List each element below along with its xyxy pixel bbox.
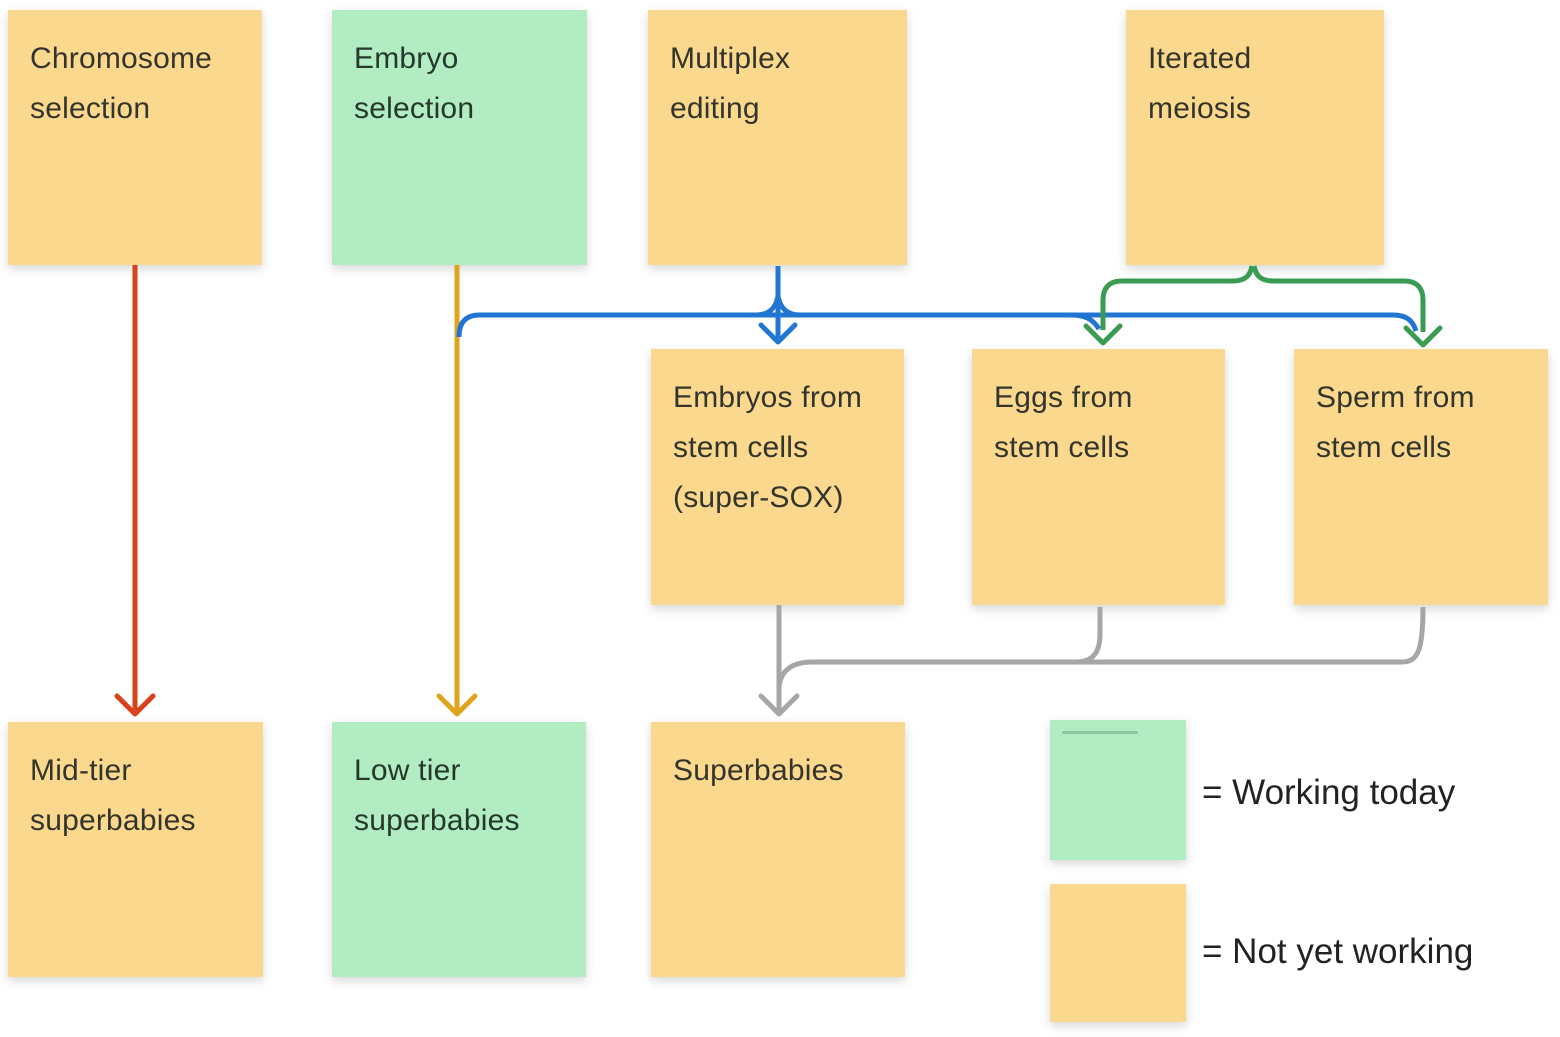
sticky-note-label: Embryo selection bbox=[354, 42, 475, 125]
sticky-note-label: Chromosome selection bbox=[30, 42, 213, 125]
tiny-illegible-text bbox=[1062, 731, 1138, 734]
sticky-note-label: Low tier superbabies bbox=[354, 754, 520, 837]
arrowhead-down-green-sperm bbox=[1403, 325, 1443, 348]
edge-sperm-to-superbabies-line bbox=[776, 606, 1426, 689]
sticky-note-embryos-from-stem-cells[interactable]: Embryos from stem cells (super-SOX) bbox=[651, 349, 904, 605]
sticky-note-label: Eggs from stem cells bbox=[994, 381, 1133, 464]
legend-label-working-today: = Working today bbox=[1202, 773, 1456, 812]
edge-stem-cell-routes-to-superbabies[interactable] bbox=[758, 605, 1426, 717]
edge-blue-fillet-right bbox=[775, 295, 801, 318]
edge-blue-branch-to-eggs bbox=[1069, 312, 1102, 331]
sticky-note-label: Superbabies bbox=[673, 754, 844, 787]
arrowhead-down-gray bbox=[758, 693, 800, 717]
legend-label-not-yet-working: = Not yet working bbox=[1202, 932, 1474, 971]
sticky-note-iterated-meiosis[interactable]: Iterated meiosis bbox=[1126, 10, 1384, 265]
edge-eggs-to-superbabies-line bbox=[1075, 607, 1103, 665]
sticky-note-multiplex-editing[interactable]: Multiplex editing bbox=[648, 10, 907, 265]
sticky-note-label: Multiplex editing bbox=[670, 42, 791, 125]
sticky-note-low-tier-superbabies[interactable]: Low tier superbabies bbox=[332, 722, 586, 977]
sticky-note-label: Iterated meiosis bbox=[1148, 42, 1252, 125]
sticky-note-embryo-selection[interactable]: Embryo selection bbox=[332, 10, 587, 265]
sticky-note-eggs-from-stem-cells[interactable]: Eggs from stem cells bbox=[972, 349, 1225, 605]
legend-swatch-not-yet-working[interactable] bbox=[1050, 884, 1186, 1022]
sticky-note-chromosome-selection[interactable]: Chromosome selection bbox=[8, 10, 262, 265]
edge-green-branch-to-eggs bbox=[1100, 265, 1255, 330]
arrowhead-down-red bbox=[114, 693, 156, 717]
sticky-note-label: Mid-tier superbabies bbox=[30, 754, 196, 837]
sticky-note-label: Embryos from stem cells (super-SOX) bbox=[673, 381, 863, 514]
edge-embryo-to-lowtier[interactable] bbox=[436, 265, 478, 717]
legend-swatch-working-today[interactable] bbox=[1050, 720, 1186, 860]
sticky-note-superbabies[interactable]: Superbabies bbox=[651, 722, 905, 977]
edge-blue-horizontal bbox=[456, 312, 1419, 338]
edge-green-branch-to-sperm bbox=[1251, 265, 1426, 332]
edge-multiplex-branches[interactable] bbox=[456, 266, 1419, 345]
edge-chromosome-to-midtier[interactable] bbox=[114, 265, 156, 717]
edge-meiosis-branches[interactable] bbox=[1083, 265, 1443, 348]
arrowhead-down-yellow bbox=[436, 693, 478, 717]
arrowhead-down-blue bbox=[758, 322, 798, 345]
arrowhead-down-green-eggs bbox=[1083, 323, 1123, 346]
sticky-note-label: Sperm from stem cells bbox=[1316, 381, 1475, 464]
sticky-note-mid-tier-superbabies[interactable]: Mid-tier superbabies bbox=[8, 722, 263, 977]
edge-blue-fillet-left bbox=[755, 295, 781, 318]
sticky-note-sperm-from-stem-cells[interactable]: Sperm from stem cells bbox=[1294, 349, 1548, 605]
